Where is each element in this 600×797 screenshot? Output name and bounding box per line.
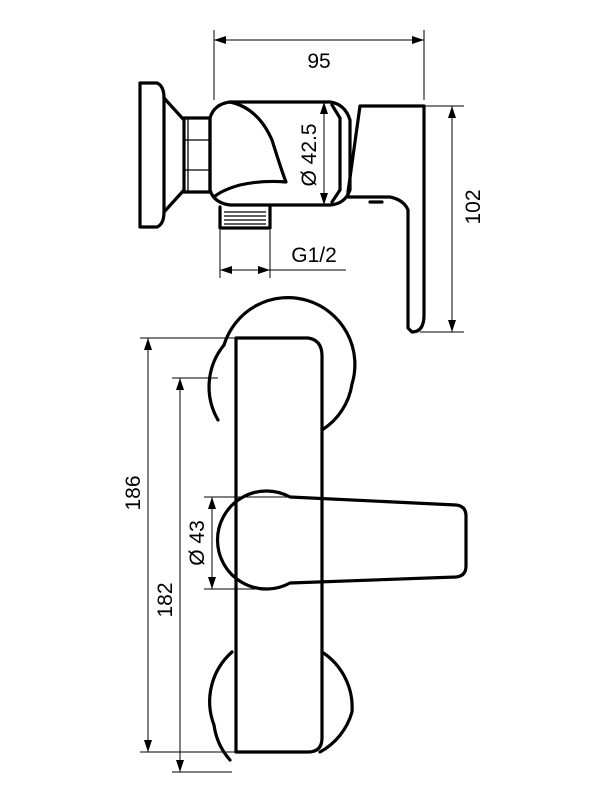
side-view xyxy=(138,81,426,334)
dim-height: 102 xyxy=(462,189,485,224)
front-view xyxy=(207,296,468,762)
dim-top-width: 95 xyxy=(307,50,330,73)
dim-overall-length: 186 xyxy=(122,475,145,510)
dimensions: 95 Ø 42.5 102 G1/2 186 182 Ø 43 xyxy=(122,30,485,773)
dim-inlet-thread: G1/2 xyxy=(291,244,337,267)
dim-body-diameter: Ø 42.5 xyxy=(298,123,321,186)
dim-center-distance: 182 xyxy=(154,582,177,617)
dim-knob-diameter: Ø 43 xyxy=(186,520,209,566)
